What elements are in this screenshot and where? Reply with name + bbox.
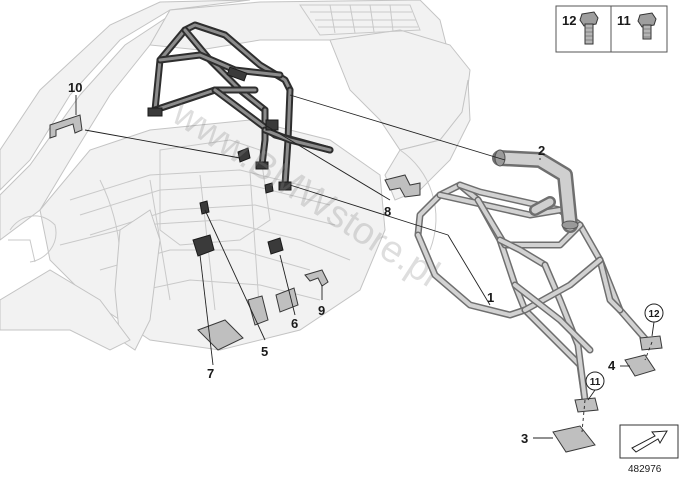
- callout-1: 1: [487, 290, 494, 305]
- plate-part-7: [197, 319, 244, 351]
- arrow-icon: [619, 424, 679, 459]
- callout-6: 6: [291, 316, 298, 331]
- car-body-shell: [0, 0, 471, 351]
- plate-part-3: [552, 425, 596, 453]
- fastener-label-11: 11: [617, 13, 631, 28]
- plate-part-4: [624, 354, 656, 377]
- rear-shelf-grid: [299, 4, 421, 36]
- callout-2: 2: [538, 143, 545, 158]
- bracket-part-5: [247, 295, 269, 326]
- callout-11: 11: [590, 377, 601, 388]
- roll-cage-part-1: [414, 181, 663, 413]
- callout-7: 7: [207, 366, 214, 381]
- callout-12-circled: 12: [644, 303, 664, 337]
- hex-bolt-icon: [579, 11, 599, 45]
- roll-cage-installed: [147, 21, 334, 191]
- tube-part-2: [492, 149, 579, 233]
- callout-8: 8: [384, 204, 391, 219]
- floor-mounts: [192, 147, 284, 257]
- bracket-part-8: [384, 174, 421, 198]
- callout-4: 4: [608, 358, 616, 373]
- hex-bolt-icon: [637, 12, 657, 40]
- fastener-label-12: 12: [562, 13, 576, 28]
- callout-11-circled: 11: [585, 371, 605, 401]
- callout-5: 5: [261, 344, 268, 359]
- leader-lines: [75, 94, 630, 439]
- bracket-part-10: [49, 114, 83, 139]
- callout-12: 12: [648, 309, 660, 320]
- callout-3: 3: [521, 431, 528, 446]
- fastener-box: 12 11: [555, 5, 668, 53]
- callout-10: 10: [68, 80, 82, 95]
- callout-9: 9: [318, 303, 325, 318]
- diagram-number: 482976: [628, 464, 662, 475]
